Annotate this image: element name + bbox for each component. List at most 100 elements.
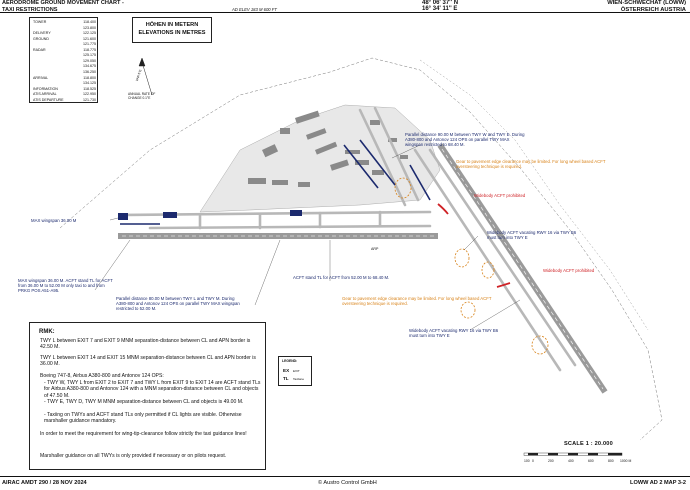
airport-name: WIEN-SCHWECHAT (LOWW) [607,0,686,6]
footer-divider [0,476,690,477]
leader-lines [94,144,521,331]
label-parallel-twy-l-m: Parallel distance 80.00 M between TWY L … [116,296,240,312]
boundary-east [419,59,649,331]
legend-key-ex: EX [283,368,290,373]
chart-title: AERODROME GROUND MOVEMENT CHART - [2,0,124,6]
frequency-name: INFORMATION [33,86,58,91]
footer-page: LOWW AD 2 MAP 3-2 [630,480,686,486]
legend-title: LEGEND: [282,359,298,363]
frequency-name: ARRIVAL [33,75,49,80]
frequency-value: 118.800 [83,75,96,80]
restricted-taxiway-segments [118,210,302,220]
frequency-row: 136.250 [33,70,96,75]
footer-amdt: AIRAC AMDT 290 / 28 NOV 2024 [2,480,87,486]
frequency-row: TOWER 118.400 [33,20,96,25]
scale-tick-label: 600 [588,459,594,463]
elevation-notice: HÖHEN IN METERN ELEVATIONS IN METRES [132,17,212,43]
frequency-value: 122.950 [83,92,96,97]
frequency-value: 134.675 [83,64,96,69]
frequency-row: ATIS ARRIVAL 122.950 [33,92,96,97]
aerodrome-map [59,57,663,456]
label-widebody-prohibited-1: Widebody ACFT prohibited [474,193,526,198]
frequency-value: 134.125 [83,81,96,86]
label-widebody-vacating-2: Widebody ACFT vacating RWY 16 via TWY B6… [409,328,499,339]
frequency-name: ATIS ARRIVAL [33,92,57,97]
legend-desc-ex: EXIT [293,369,300,373]
frequency-row: 123.800 [33,26,96,31]
label-widebody-prohibited-2: Widebody ACFT prohibited [543,268,595,273]
longitude: 16° 34' 11'' E [422,6,458,13]
magnetic-variation-label: ANNUAL RATE OF CHANGE 0.1°E [128,92,156,100]
legend-box: LEGEND: EX EXIT TL Taxilane [278,356,312,386]
prohibited-markers [437,203,511,288]
remark-4: In order to meet the requirement for win… [40,431,247,437]
footer-copyright: © Austro Control GmbH [318,480,377,486]
frequency-value: 125.175 [83,53,96,58]
remark-bullet-1: - TWY W, TWY L from EXIT 2 to EXIT 7 and… [44,380,261,399]
scale-tick-label: 800 [608,459,614,463]
label-acft-stand-tl: ACFT stand TL for ACFT from 52.00 M to 6… [293,275,390,280]
frequency-value: 136.250 [83,69,96,74]
label-arp: ARP [371,247,379,251]
elevation-notice-en: ELEVATIONS IN METRES [138,29,206,36]
scale-label: SCALE 1 : 20.000 [564,441,613,447]
label-gear-clearance-1: Gear to pavement edge clearance may be l… [456,159,606,170]
clearance-circles [394,177,549,355]
frequency-name: RADAR [33,47,46,52]
latitude: 48° 06' 37'' N [422,0,459,6]
country: ÖSTERREICH AUSTRIA [620,6,686,13]
frequency-row: 121.775 [33,42,96,47]
remark-3: Boeing 747-8, Airbus A380-800 and Antono… [40,373,164,379]
frequency-value: 123.800 [83,25,96,30]
label-gear-clearance-2: Gear to pavement edge clearance may be l… [342,296,492,307]
frequency-row: RADAR 118.775 [33,48,96,53]
scale-tick-label: 1000 M [620,459,632,463]
runway-16-34-centerline [441,148,604,390]
frequency-value: 118.775 [83,47,96,52]
airport-block: WIEN-SCHWECHAT (LOWW) ÖSTERREICH AUSTRIA [607,0,686,14]
frequency-value: 121.775 [83,42,96,47]
frequency-row: 134.675 [33,64,96,69]
frequency-row: 134.125 [33,81,96,86]
runway-16-34 [437,143,608,394]
frequency-value: 118.400 [83,20,96,24]
frequency-name: ATIS DEPARTURE [33,97,64,102]
label-max-wingspan-left: MAX wingspan 36.00 M. ACFT stand TL for … [18,278,113,294]
label-max-wingspan-top: MAX wingspan 36.00 M [31,218,77,223]
remark-bullet-2: - TWY E, TWY D, TWY M MNM separation-dis… [44,399,244,405]
frequency-value: 121.600 [83,36,96,41]
elevation-notice-de: HÖHEN IN METERN [145,22,199,28]
frequency-name: GROUND [33,36,49,41]
coordinates: 48° 06' 37'' N 16° 34' 11'' E [422,0,458,13]
frequency-row: 125.175 [33,53,96,58]
label-parallel-twy-w-e: Parallel distance 90.00 M between TWY W … [405,132,525,148]
legend-desc-tl: Taxilane [293,377,305,381]
frequency-row: ATIS DEPARTURE 121.730 [33,98,96,103]
airport-boundary [59,57,663,441]
frequency-name: TOWER [33,20,47,24]
frequency-row: GROUND 121.600 [33,37,96,42]
remarks-box: RMK: TWY L between EXIT 7 and EXIT 9 MNM… [29,322,266,470]
legend-key-tl: TL [283,376,289,381]
frequency-row: 129.050 [33,59,96,64]
scale-tick-label: 100 [524,459,530,463]
frequency-value: 121.730 [83,97,96,102]
remark-1: TWY L between EXIT 7 and EXIT 9 MNM sepa… [40,338,251,351]
remarks-title: RMK: [39,329,55,335]
aerodrome-elevation: AD ELEV 183 M 600 FT [232,7,277,12]
scale-bar [523,452,623,456]
scale-tick-label: 400 [568,459,574,463]
frequency-name: DELIVERY [33,31,51,36]
frequency-row: ARRIVAL 118.800 [33,76,96,81]
frequency-value: 129.050 [83,58,96,63]
restricted-taxiway-lines [120,139,431,225]
remark-5: Marshaller guidance on all TWYs is only … [40,453,227,459]
scale-tick-label: 200 [548,459,554,463]
remark-2: TWY L between EXIT 14 and EXIT 15 MNM se… [40,355,256,368]
header-divider [0,12,690,13]
chart-subtitle: TAXI RESTRICTIONS [2,6,58,13]
scale-tick-label: 0 [532,459,534,463]
frequency-value: 122.125 [83,31,96,36]
